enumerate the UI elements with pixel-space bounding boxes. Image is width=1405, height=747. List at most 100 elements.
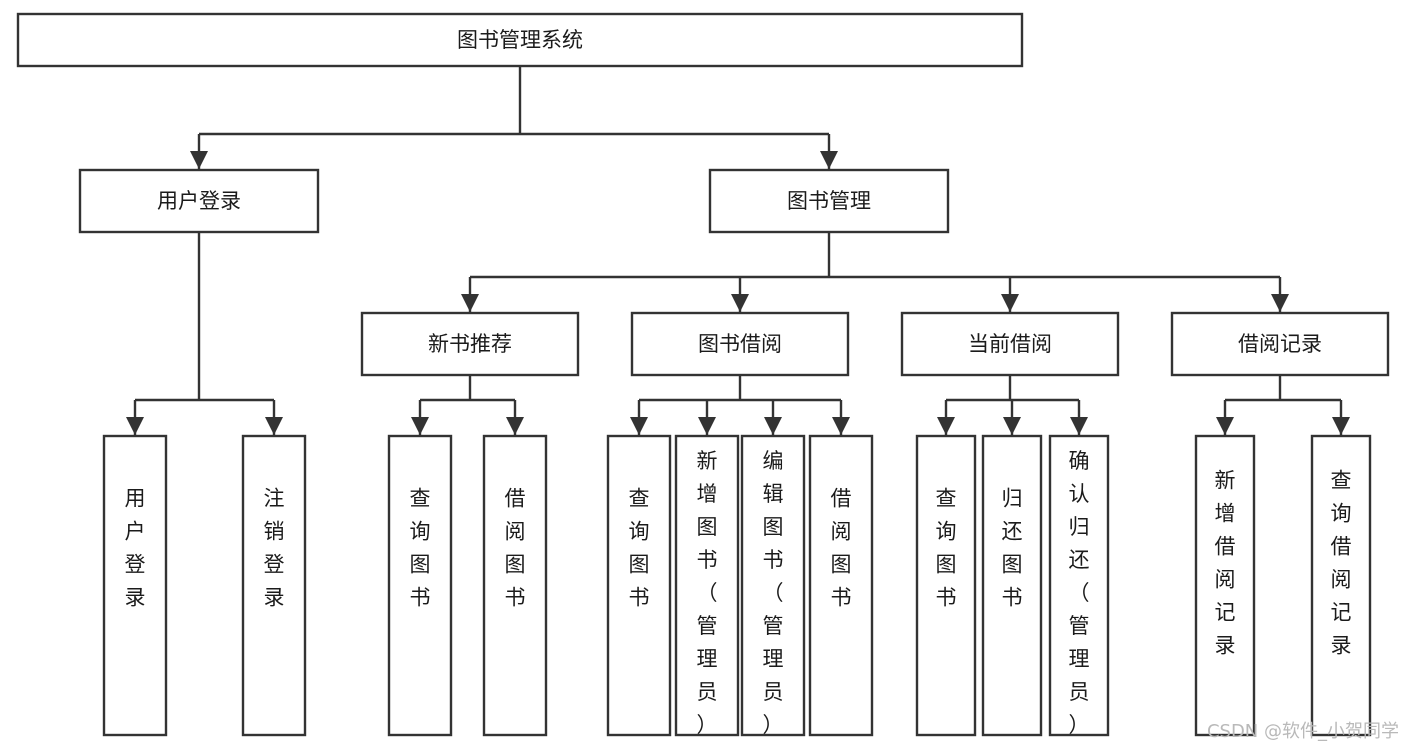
node-root[interactable]: 图书管理系统: [16, 12, 1024, 68]
node-label-user-login: 用户登录: [157, 189, 241, 213]
node-label-leaf-borrow-book-2: 图: [831, 553, 852, 577]
node-label-leaf-logout: 登: [264, 553, 285, 577]
node-new-book-rec[interactable]: 新书推荐: [360, 311, 580, 377]
node-label-leaf-return-book: 图: [1002, 553, 1023, 577]
node-book-manage[interactable]: 图书管理: [708, 168, 950, 234]
arrow-head-icon: [731, 294, 749, 312]
node-label-leaf-edit-book: 员: [763, 680, 784, 704]
node-borrow-record[interactable]: 借阅记录: [1170, 311, 1390, 377]
node-box-leaf-confirm-return: [1048, 434, 1110, 737]
arrow-head-icon: [126, 417, 144, 435]
node-label-leaf-borrow-book-1: 借: [505, 487, 526, 511]
node-label-leaf-confirm-return: 认: [1069, 482, 1090, 506]
node-label-leaf-confirm-return: 确: [1069, 449, 1090, 473]
node-label-leaf-edit-book: 理: [763, 647, 784, 671]
arrow-head-icon: [764, 417, 782, 435]
node-box-leaf-query-book-2: [606, 434, 672, 737]
node-label-leaf-edit-book: 编: [763, 449, 784, 473]
connector-group-current-borrow: [937, 375, 1088, 435]
node-box-root: [16, 12, 1024, 68]
node-label-leaf-query-book-3: 询: [936, 520, 957, 544]
node-label-leaf-add-book: （: [697, 581, 718, 605]
arrow-head-icon: [1001, 294, 1019, 312]
node-label-leaf-borrow-book-2: 借: [831, 487, 852, 511]
node-label-leaf-query-record: 查: [1331, 469, 1352, 493]
node-label-book-borrow: 图书借阅: [698, 332, 782, 356]
arrow-head-icon: [190, 151, 208, 169]
node-label-leaf-edit-book: 辑: [763, 482, 784, 506]
node-box-user-login: [78, 168, 320, 234]
node-label-leaf-query-record: 阅: [1331, 568, 1352, 592]
node-current-borrow[interactable]: 当前借阅: [900, 311, 1120, 377]
node-label-root: 图书管理系统: [457, 28, 583, 52]
node-label-leaf-query-book-3: 图: [936, 553, 957, 577]
arrow-head-icon: [461, 294, 479, 312]
node-box-leaf-user-login: [102, 434, 168, 737]
node-label-leaf-add-record: 阅: [1215, 568, 1236, 592]
node-box-borrow-record: [1170, 311, 1390, 377]
node-label-leaf-query-book-1: 查: [410, 487, 431, 511]
node-label-leaf-borrow-book-2: 阅: [831, 520, 852, 544]
connector-group-user-login: [126, 232, 283, 435]
node-leaf-user-login[interactable]: 用户登录: [102, 434, 168, 737]
node-label-leaf-add-record: 新: [1215, 469, 1236, 493]
node-label-leaf-add-book: ）: [697, 713, 718, 737]
node-label-current-borrow: 当前借阅: [968, 332, 1052, 356]
node-label-leaf-logout: 销: [264, 520, 285, 544]
node-box-leaf-logout: [241, 434, 307, 737]
node-box-book-borrow: [630, 311, 850, 377]
connector-group-book-borrow: [630, 375, 850, 435]
node-label-leaf-borrow-book-1: 图: [505, 553, 526, 577]
arrow-head-icon: [820, 151, 838, 169]
node-label-leaf-return-book: 书: [1002, 586, 1023, 610]
node-label-leaf-confirm-return: 员: [1069, 680, 1090, 704]
node-label-book-manage: 图书管理: [787, 189, 871, 213]
node-label-leaf-confirm-return: （: [1069, 581, 1090, 605]
node-box-leaf-query-book-3: [915, 434, 977, 737]
node-label-leaf-query-record: 借: [1331, 535, 1352, 559]
node-label-leaf-return-book: 归: [1002, 487, 1023, 511]
arrow-head-icon: [1003, 417, 1021, 435]
node-label-leaf-user-login: 户: [125, 520, 146, 544]
node-label-leaf-query-book-1: 询: [410, 520, 431, 544]
node-label-leaf-user-login: 登: [125, 553, 146, 577]
node-label-leaf-add-book: 员: [697, 680, 718, 704]
node-label-new-book-rec: 新书推荐: [428, 332, 512, 356]
node-label-leaf-confirm-return: 归: [1069, 515, 1090, 539]
arrow-head-icon: [698, 417, 716, 435]
node-label-leaf-query-record: 录: [1331, 634, 1352, 658]
node-box-leaf-query-book-1: [387, 434, 453, 737]
connectors-layer: [126, 66, 1350, 435]
node-label-leaf-add-record: 增: [1215, 502, 1236, 526]
arrow-head-icon: [1216, 417, 1234, 435]
node-book-borrow[interactable]: 图书借阅: [630, 311, 850, 377]
node-label-leaf-query-book-1: 书: [410, 586, 431, 610]
node-label-leaf-edit-book: （: [763, 581, 784, 605]
node-label-leaf-query-record: 记: [1331, 601, 1352, 625]
arrow-head-icon: [265, 417, 283, 435]
connector-group-book-manage: [461, 232, 1289, 312]
node-box-leaf-query-record: [1310, 434, 1372, 737]
node-label-leaf-query-record: 询: [1331, 502, 1352, 526]
arrow-head-icon: [506, 417, 524, 435]
arrow-head-icon: [411, 417, 429, 435]
node-label-leaf-logout: 注: [264, 487, 285, 511]
node-label-leaf-add-record: 录: [1215, 634, 1236, 658]
node-label-leaf-return-book: 还: [1002, 520, 1023, 544]
node-user-login[interactable]: 用户登录: [78, 168, 320, 234]
node-label-leaf-edit-book: 图: [763, 515, 784, 539]
node-label-leaf-edit-book: 管: [763, 614, 784, 638]
node-label-leaf-add-record: 记: [1215, 601, 1236, 625]
